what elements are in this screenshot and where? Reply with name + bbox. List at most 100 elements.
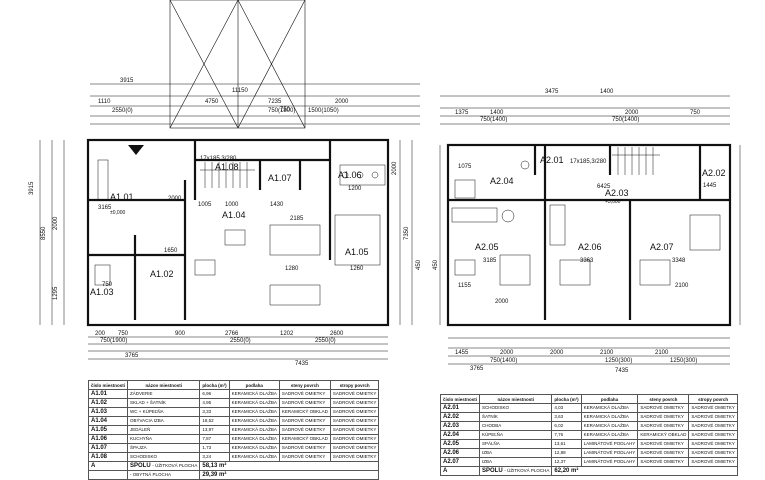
room-walls: SADROVÉ OMIETKY	[637, 421, 690, 431]
dim-text: 2550(0)	[230, 338, 251, 344]
table-header: podlaha	[580, 394, 639, 404]
room-ceiling: SADROVÉ OMIETKY	[688, 439, 738, 449]
dim-text: 2000	[495, 299, 509, 305]
room-code: A1.01	[87, 389, 129, 399]
dim-text: 4750	[205, 99, 219, 105]
room-walls: SADROVÉ OMIETKY	[278, 452, 331, 462]
room-floor: KERAMICKÁ DLAŽBA	[228, 443, 280, 453]
dim-text: 1250(300)	[605, 358, 632, 364]
room-area: 12,37	[551, 457, 582, 467]
dim-text: 1200	[348, 186, 362, 192]
stair-label: 17x185,3/280	[570, 159, 607, 165]
room-code: A2.03	[439, 421, 481, 431]
room-name: WC + KÚPEĽŇA	[127, 407, 201, 417]
dim-text: 2000	[392, 161, 398, 175]
dim-text: 1260	[350, 266, 364, 272]
table-header: názov miestnosti	[127, 380, 201, 390]
dim-text: 2000	[500, 350, 514, 356]
room-label-a1-08: A1.08	[215, 162, 239, 172]
dim-text: 2100	[675, 283, 689, 289]
dim-text: 2100	[655, 350, 669, 356]
room-ceiling: SADROVÉ OMIETKY	[329, 434, 380, 444]
dim-text: 750(1400)	[612, 117, 639, 123]
room-label-a2-07: A2.07	[650, 242, 674, 252]
sum-label: SPOLU	[482, 468, 503, 474]
room-label-a1-07: A1.07	[268, 173, 292, 183]
table-header-row: číslo miestnosti názov miestnosti plocha…	[439, 394, 738, 404]
room-area: 7,87	[199, 434, 230, 444]
dim-text: 1110	[98, 99, 111, 105]
room-name: SKLAD + ŠATNÍK	[127, 398, 201, 408]
room-label-a2-06: A2.06	[578, 242, 602, 252]
table-header: plocha (m²)	[551, 394, 582, 404]
sub-area: 29,39 m²	[199, 470, 380, 480]
dim-text: 450	[416, 259, 422, 270]
dim-text: 3765	[125, 353, 139, 359]
room-area: 13,61	[551, 439, 582, 449]
room-name: JEDÁLEŇ	[127, 425, 201, 435]
roof-skylight	[169, 0, 306, 129]
right-plan-labels: 3475 1400 1375 1400 2000 750 750(1400) 7…	[433, 89, 726, 374]
dim-text: 3765	[470, 366, 484, 372]
dim-text: 1500(1050)	[308, 108, 339, 114]
room-label-a2-04: A2.04	[490, 176, 514, 186]
sum-label: SPOLU	[130, 463, 151, 469]
dim-text: 450	[433, 259, 439, 270]
room-name: ŠATNÍK	[479, 412, 553, 422]
room-name: SCHODISKO	[479, 403, 553, 413]
room-floor: KERAMICKÁ DLAŽBA	[580, 430, 639, 440]
table-header-row: číslo miestnosti názov miestnosti plocha…	[87, 380, 380, 390]
dim-text: 1400	[490, 110, 504, 116]
sum-area: 62,20 m²	[551, 466, 738, 476]
room-ceiling: SADROVÉ OMIETKY	[329, 398, 380, 408]
room-ceiling: SADROVÉ OMIETKY	[688, 421, 738, 431]
dim-text: 750(1900)	[100, 338, 127, 344]
room-name: ŠPAJZA	[127, 443, 201, 453]
room-floor: KERAMICKÁ DLAŽBA	[228, 416, 280, 426]
left-bottom-dim-lines	[88, 336, 388, 360]
room-label-a1-01: A1.01	[110, 192, 134, 202]
room-floor: LAMINÁTOVÉ PODLAHY	[580, 448, 639, 458]
room-name: OBÝVACIA IZBA	[127, 416, 201, 426]
room-floor: KERAMICKÁ DLAŽBA	[228, 389, 280, 399]
room-walls: SADROVÉ OMIETKY	[637, 457, 690, 467]
dim-text: 1295	[53, 286, 59, 300]
room-ceiling: SADROVÉ OMIETKY	[688, 448, 738, 458]
table-sub-row: - OBYTNÁ PLOCHA 29,39 m²	[87, 470, 380, 480]
stair-label: 17x185,3/280	[200, 156, 237, 162]
room-name: CHODBA	[479, 421, 553, 431]
dim-text: 7435	[295, 361, 309, 367]
left-furniture	[94, 159, 386, 306]
sum-code: A	[87, 461, 129, 471]
room-area: 4,03	[551, 403, 582, 413]
room-name: KUCHYŇA	[127, 434, 201, 444]
room-walls: SADROVÉ OMIETKY	[278, 443, 331, 453]
table-header: podlaha	[228, 380, 280, 390]
table-header: steny povrch	[278, 380, 331, 390]
room-walls: SADROVÉ OMIETKY	[278, 425, 331, 435]
dim-text: 2600	[330, 331, 344, 337]
dim-text: 1202	[280, 331, 294, 337]
room-walls: KERAMICKÝ OBKLAD	[637, 430, 690, 440]
room-ceiling: SADROVÉ OMIETKY	[329, 452, 380, 462]
dim-text: 750	[280, 107, 291, 113]
dim-text: 11150	[232, 88, 248, 94]
dim-text: 2185	[290, 216, 304, 222]
dim-text: 2000	[168, 196, 182, 202]
room-area: 6,02	[551, 421, 582, 431]
room-label-a2-05: A2.05	[475, 242, 499, 252]
room-floor: KERAMICKÁ DLAŽBA	[228, 398, 280, 408]
table-header: číslo miestnosti	[87, 380, 129, 390]
level-label: ±0,000	[110, 210, 125, 216]
left-walls	[86, 138, 390, 327]
